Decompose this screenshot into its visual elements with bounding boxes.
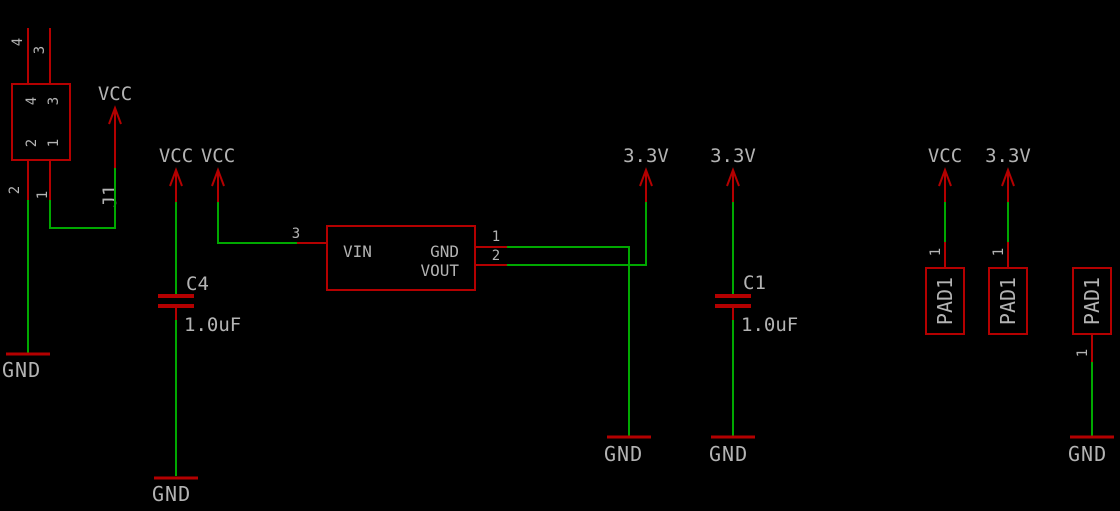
rail-33v-label: 3.3V [710,145,756,167]
j1-body[interactable] [11,83,71,161]
gnd-label: GND [152,482,191,506]
gnd-symbol-pad[interactable]: GND [1068,435,1114,466]
reg-pin1-number: 1 [492,229,500,245]
pad-gnd-name: PAD1 [1080,277,1104,325]
gnd-symbol-j1[interactable]: GND [2,352,50,382]
power-symbol-vcc-vin[interactable]: VCC [201,145,235,202]
j1-pin4-number-inner: 4 [24,97,40,105]
vcc-label: VCC [201,145,235,167]
power-symbol-33v-c1[interactable]: 3.3V [710,145,756,202]
rail-arrow-icon[interactable] [639,167,653,202]
vcc-arrow-icon[interactable] [211,167,225,202]
c1-value: 1.0uF [741,314,798,336]
pad-33v[interactable]: 1 PAD1 [988,242,1028,335]
reg-gnd-pin-label: GND [430,242,459,261]
voltage-regulator[interactable]: 3 VIN GND VOUT 1 2 [292,225,507,291]
j1-pin2-number-inner: 2 [24,139,40,147]
j1-refdes: J1 [99,185,121,208]
j1-pin3-number-outer: 3 [32,46,48,54]
pad-vcc[interactable]: 1 PAD1 [925,242,965,335]
c4-value: 1.0uF [184,314,241,336]
c4-refdes: C4 [186,273,209,295]
reg-vout-label: VOUT [420,261,459,280]
rail-33v-label: 3.3V [623,145,669,167]
wire-reg-gnd[interactable] [507,246,630,436]
rail-33v-label: 3.3V [985,145,1031,167]
gnd-label: GND [709,442,748,466]
reg-body[interactable] [326,225,476,291]
wire-j1-vcc[interactable] [49,168,116,229]
power-symbol-33v-regout[interactable]: 3.3V [623,145,669,202]
power-symbol-33v-pad[interactable]: 3.3V [985,145,1031,202]
capacitor-c1[interactable]: C1 1.0uF [715,272,798,336]
pad-33v-pin-number: 1 [991,248,1007,256]
gnd-symbol-c4[interactable]: GND [152,476,198,506]
pad-vcc-body[interactable] [925,267,965,335]
j1-pin2-number-outer: 2 [7,186,23,194]
power-symbol-vcc-c4[interactable]: VCC [159,145,193,202]
gnd-label: GND [1068,442,1107,466]
rail-arrow-icon[interactable] [726,167,740,202]
gnd-label: GND [2,358,41,382]
vcc-label: VCC [98,83,132,105]
j1-pin4-number-outer: 4 [10,38,26,46]
capacitor-c4[interactable]: C4 1.0uF [158,273,241,336]
pad-vcc-name: PAD1 [933,277,957,325]
wire-vin[interactable] [217,202,297,244]
power-symbol-vcc-j1[interactable]: VCC [98,83,132,168]
gnd-symbol-c1[interactable]: GND [709,435,755,466]
vcc-arrow-icon[interactable] [108,105,122,168]
pad-gnd[interactable]: PAD1 1 [1072,267,1112,362]
pad-33v-name: PAD1 [996,277,1020,325]
pad-33v-body[interactable] [988,267,1028,335]
j1-pin3-number-inner: 3 [46,97,62,105]
c1-refdes: C1 [743,272,766,294]
reg-vin-label: VIN [343,242,372,261]
gnd-symbol-reg[interactable]: GND [604,435,651,466]
vcc-label: VCC [928,145,962,167]
wire-reg-vout[interactable] [507,202,647,266]
vcc-label: VCC [159,145,193,167]
reg-pin3-number: 3 [292,226,300,242]
pad-gnd-pin-number: 1 [1075,349,1091,357]
j1-pin1-number-outer: 1 [35,191,51,199]
power-symbol-vcc-pad[interactable]: VCC [928,145,962,202]
rail-arrow-icon[interactable] [1001,167,1015,202]
reg-pin2-number: 2 [492,248,500,264]
vcc-arrow-icon[interactable] [169,167,183,202]
gnd-label: GND [604,442,643,466]
vcc-arrow-icon[interactable] [938,167,952,202]
pad-vcc-pin-number: 1 [928,248,944,256]
j1-pin1-number-inner: 1 [46,139,62,147]
